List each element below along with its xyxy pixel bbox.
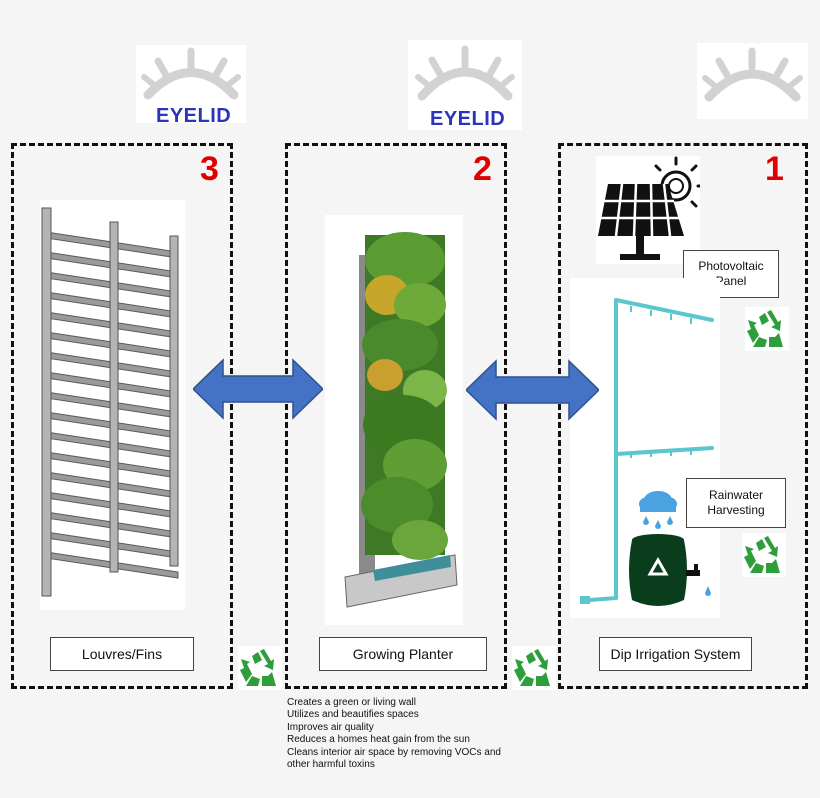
recycle-icon <box>747 310 783 347</box>
rain-barrel-icon <box>629 491 711 606</box>
louvres-icon <box>41 207 179 597</box>
benefit-item: Improves air quality <box>287 721 374 733</box>
eyelid-group-right <box>697 43 808 119</box>
caption-louvres: Louvres/Fins <box>50 637 194 671</box>
caption-irrigation: Dip Irrigation System <box>599 637 752 671</box>
eyelid-icon <box>415 45 515 101</box>
planter-image <box>325 215 463 625</box>
eyelid-icon <box>141 47 241 100</box>
recycle-icon-planter <box>512 646 556 690</box>
label-rainwater: Rainwater Harvesting <box>686 478 786 528</box>
eyelid-icon <box>702 47 803 102</box>
double-arrow-left <box>193 358 323 420</box>
solar-panel-icon <box>598 156 702 260</box>
recycle-icon <box>744 536 780 573</box>
panel-number: 2 <box>473 150 492 188</box>
panel-irrigation <box>558 143 808 689</box>
louvres-image <box>40 200 185 610</box>
recycle-icon <box>240 649 276 686</box>
eyelid-label: EYELID <box>430 108 506 130</box>
benefit-item: Cleans interior air space by removing VO… <box>287 746 501 758</box>
benefit-item: Reduces a homes heat gain from the sun <box>287 734 470 746</box>
eyelid-group-middle: EYELID <box>408 40 522 130</box>
eyelid-label: EYELID <box>156 105 232 127</box>
recycle-icon-rainwater <box>742 533 786 577</box>
benefits-list: Creates a green or living wall Utilizes … <box>287 697 501 771</box>
recycle-icon-photovoltaic <box>745 307 789 351</box>
solar-panel-image <box>596 156 702 264</box>
green-wall-icon <box>344 232 458 608</box>
double-arrow-right <box>466 359 599 421</box>
panel-number: 1 <box>765 150 784 188</box>
panel-number: 3 <box>200 150 219 188</box>
benefit-item: Utilizes and beautifies spaces <box>287 709 419 721</box>
recycle-icon-louvres <box>238 646 282 690</box>
caption-planter: Growing Planter <box>319 637 487 671</box>
irrigation-pipe-icon <box>580 298 714 604</box>
recycle-icon <box>514 649 550 686</box>
eyelid-group-left: EYELID <box>136 45 246 127</box>
benefit-item: Creates a green or living wall <box>287 697 416 708</box>
panel-louvres <box>11 143 233 689</box>
rain-barrel-image <box>628 490 720 610</box>
benefit-item: other harmful toxins <box>287 759 375 771</box>
label-photovoltaic: Photovoltaic Panel <box>683 250 779 298</box>
panel-planter <box>285 143 507 689</box>
